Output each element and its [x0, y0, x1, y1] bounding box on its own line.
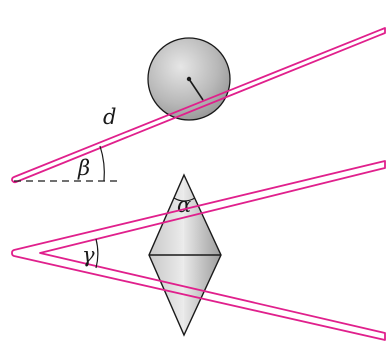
disk-center	[186, 76, 192, 82]
double-cone: α	[148, 173, 222, 337]
v-shaped-rail	[11, 160, 386, 341]
alpha-angle-arc	[173, 197, 196, 202]
gamma-angle-arc	[95, 238, 99, 269]
beta-angle-arc	[99, 145, 105, 182]
label-alpha: α	[177, 193, 191, 217]
label-d: d	[103, 105, 116, 129]
inclined-rail	[11, 27, 386, 184]
disk-radius	[188, 78, 204, 101]
disk	[147, 37, 231, 121]
label-beta: β	[77, 156, 90, 180]
label-gamma: γ	[82, 243, 95, 267]
double-cone-outline	[148, 173, 222, 337]
